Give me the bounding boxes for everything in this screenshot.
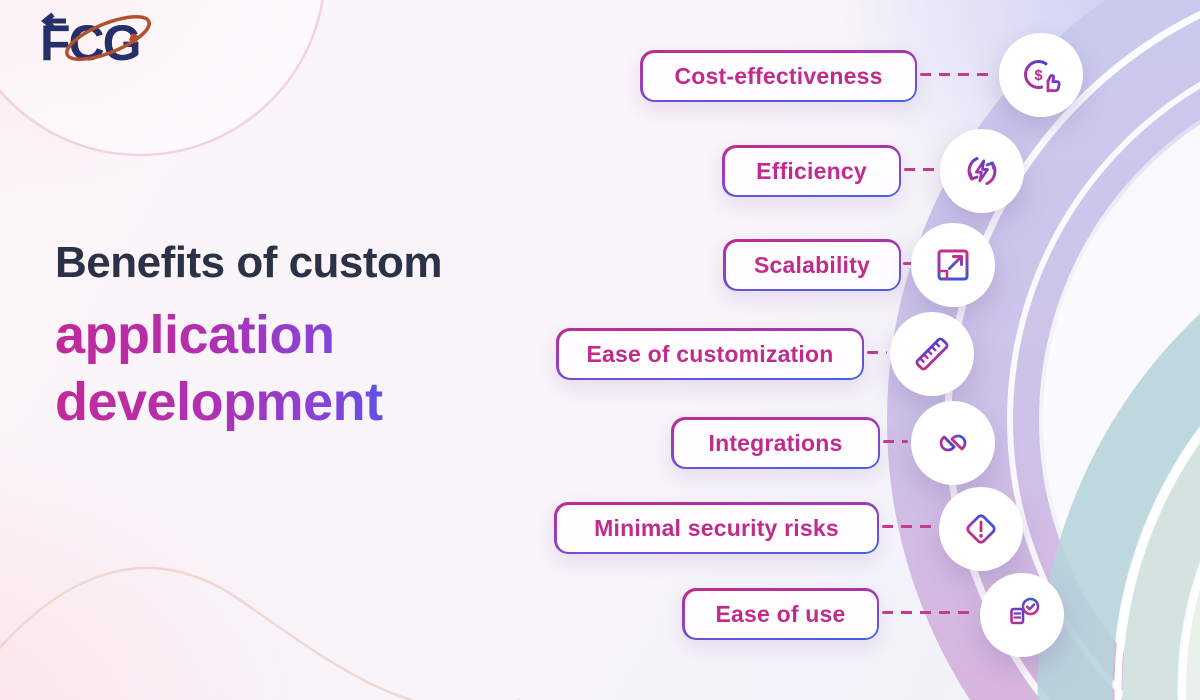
dollar-refresh-thumbs-up-icon: $ [999, 33, 1083, 117]
title-line-3: development [55, 369, 442, 436]
benefit-label: Ease of use [715, 600, 846, 627]
page-title: Benefits of custom application developme… [55, 238, 443, 436]
title-line-2: application [55, 302, 442, 369]
benefit-pill: Minimal security risks [554, 502, 879, 554]
plug-connection-icon [911, 401, 995, 485]
connector-dash [882, 611, 977, 614]
fcg-logo: FCG [20, 6, 160, 81]
warning-diamond-icon [939, 487, 1023, 571]
benefit-label: Integrations [708, 429, 843, 456]
title-gradient-lines: application development [55, 302, 442, 436]
benefit-label: Minimal security risks [594, 514, 839, 541]
connector-dash [904, 168, 937, 171]
benefit-pill: Efficiency [722, 145, 901, 197]
logo-arrow-icon [41, 12, 66, 30]
svg-text:$: $ [1034, 67, 1043, 84]
title-line-1: Benefits of custom [55, 238, 443, 287]
benefit-pill: Scalability [723, 239, 901, 291]
connector-dash [920, 73, 996, 76]
sync-lightning-icon [940, 129, 1024, 213]
connector-dash [883, 440, 908, 443]
connector-dash [867, 351, 887, 354]
benefit-pill: Integrations [671, 417, 880, 469]
benefit-label: Scalability [754, 251, 870, 278]
connector-dash [882, 525, 936, 528]
benefit-label: Cost-effectiveness [674, 62, 883, 89]
benefit-pill: Ease of customization [556, 328, 864, 380]
laptop-check-icon [980, 573, 1064, 657]
benefit-label: Efficiency [756, 157, 867, 184]
ruler-icon [890, 312, 974, 396]
benefit-pill: Cost-effectiveness [640, 50, 917, 102]
logo-orbit-icon [65, 14, 151, 62]
benefit-label: Ease of customization [586, 340, 834, 367]
benefit-pill: Ease of use [682, 588, 879, 640]
logo-text: FCG [40, 15, 140, 71]
expand-arrow-icon [911, 223, 995, 307]
connector-dash [903, 262, 913, 265]
